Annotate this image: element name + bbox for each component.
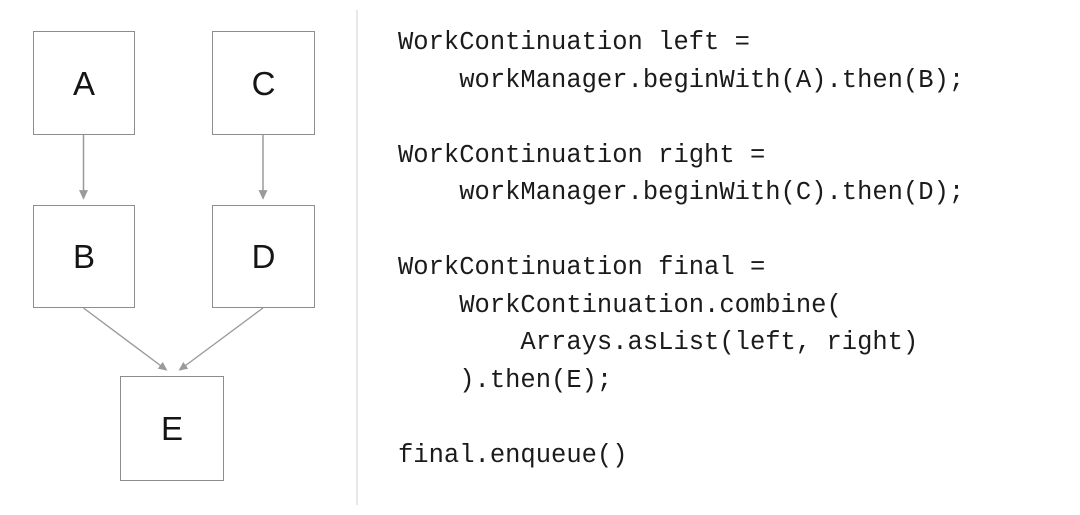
edge-b-to-e [83,307,168,371]
node-b[interactable]: B [33,205,135,308]
node-e[interactable]: E [120,376,224,481]
node-c-label: C [251,64,276,102]
edge-d-to-e [178,307,264,371]
code-line: WorkContinuation right = [398,140,766,170]
code-line-blank [398,99,964,137]
code-line: WorkContinuation final = [398,253,766,282]
graph-edges-layer [79,135,268,371]
node-a-label: A [72,64,95,102]
code-line: ).then(E); [398,365,613,395]
code-line: workManager.beginWith(A).then(B); [398,65,965,95]
node-d[interactable]: D [212,205,315,308]
code-panel: WorkContinuation left = workManager.begi… [357,0,1080,515]
code-line: Arrays.asList(left, right) [398,328,919,357]
code-line: workManager.beginWith(C).then(D); [398,178,965,207]
code-line: WorkContinuation.combine( [398,290,842,320]
node-b-label: B [72,238,95,275]
code-snippet[interactable]: WorkContinuation left = workManager.begi… [398,24,964,474]
node-a[interactable]: A [33,31,135,135]
node-d-label: D [251,238,276,275]
panel-divider [356,10,358,505]
graph-panel: A C B D E [0,0,357,515]
node-c[interactable]: C [212,31,315,135]
code-line: WorkContinuation left = [398,28,750,57]
code-line: final.enqueue() [398,440,628,470]
code-line-blank [398,399,964,437]
code-line-blank [398,212,964,250]
node-e-label: E [160,410,183,447]
